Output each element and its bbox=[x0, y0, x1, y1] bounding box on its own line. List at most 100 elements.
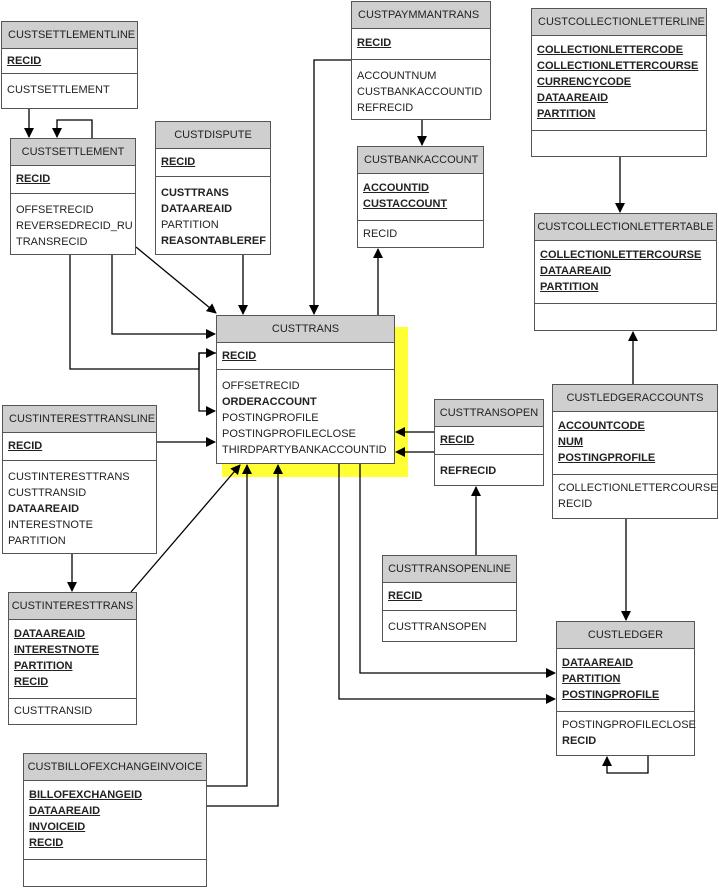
field: OFFSETRECID bbox=[16, 204, 94, 216]
entity-title: CUSTTRANS bbox=[217, 316, 394, 343]
entity-custsettlement[interactable]: CUSTSETTLEMENT RECID OFFSETRECID REVERSE… bbox=[10, 138, 136, 255]
field: DATAAREAID bbox=[161, 203, 233, 215]
rel-ledger-selfloop bbox=[602, 756, 649, 774]
key-field: PARTITION bbox=[562, 673, 621, 685]
key-field: PARTITION bbox=[540, 281, 599, 293]
key-field: RECID bbox=[440, 434, 475, 446]
key-field: POSTINGPROFILE bbox=[562, 689, 660, 701]
entity-custinteresttrans[interactable]: CUSTINTERESTTRANS DATAAREAID INTERESTNOT… bbox=[8, 592, 137, 725]
key-section: RECID bbox=[2, 49, 137, 74]
field: REFRECID bbox=[357, 102, 414, 114]
entity-custpaymmantrans[interactable]: CUSTPAYMMANTRANS RECID ACCOUNTNUM CUSTBA… bbox=[351, 1, 491, 120]
field: RECID bbox=[562, 735, 597, 747]
entity-custledgeraccounts[interactable]: CUSTLEDGERACCOUNTS ACCOUNTCODE NUM POSTI… bbox=[552, 384, 718, 519]
entity-custbankaccount[interactable]: CUSTBANKACCOUNT ACCOUNTID CUSTACCOUNT RE… bbox=[357, 146, 484, 248]
field: CUSTINTERESTTRANS bbox=[8, 471, 130, 483]
entity-title: CUSTINTERESTTRANS bbox=[9, 593, 136, 620]
key-field: DATAAREAID bbox=[29, 805, 101, 817]
field-section: POSTINGPROFILECLOSE RECID bbox=[557, 712, 696, 753]
field: DATAAREAID bbox=[8, 503, 80, 515]
field-section: CUSTTRANSID bbox=[9, 699, 136, 723]
entity-custtransopenline[interactable]: CUSTTRANSOPENLINE RECID CUSTTRANSOPEN bbox=[382, 555, 517, 642]
key-field: RECID bbox=[29, 837, 64, 849]
field: RECID bbox=[363, 228, 398, 240]
key-section: RECID bbox=[156, 149, 270, 177]
entity-title: CUSTCOLLECTIONLETTERLINE bbox=[532, 9, 706, 36]
field: THIRDPARTYBANKACCOUNTID bbox=[222, 444, 387, 456]
rel-custtrans-ledger-1 bbox=[359, 464, 556, 678]
entity-custtrans[interactable]: CUSTTRANS RECID OFFSETRECID ORDERACCOUNT… bbox=[216, 315, 395, 464]
rel-interesttrans-custtrans bbox=[130, 464, 241, 593]
key-field: NUM bbox=[558, 436, 584, 448]
field: RECID bbox=[558, 498, 593, 510]
field-section: COLLECTIONLETTERCOURSE RECID bbox=[553, 475, 718, 516]
key-field: RECID bbox=[7, 55, 42, 67]
key-section: RECID bbox=[383, 583, 516, 611]
entity-title: CUSTLEDGER bbox=[557, 622, 694, 649]
key-field: DATAAREAID bbox=[537, 92, 609, 104]
entity-custcollectionletterline[interactable]: CUSTCOLLECTIONLETTERLINE COLLECTIONLETTE… bbox=[531, 8, 707, 157]
entity-title: CUSTLEDGERACCOUNTS bbox=[553, 385, 717, 412]
entity-custdispute[interactable]: CUSTDISPUTE RECID CUSTTRANS DATAAREAID P… bbox=[155, 121, 271, 255]
key-field: RECID bbox=[8, 440, 43, 452]
entity-title: CUSTSETTLEMENTLINE bbox=[2, 22, 137, 49]
key-field: RECID bbox=[357, 37, 392, 49]
field: ACCOUNTNUM bbox=[357, 70, 437, 82]
entity-title: CUSTBANKACCOUNT bbox=[358, 147, 483, 174]
field: POSTINGPROFILE bbox=[222, 412, 319, 424]
key-field: ACCOUNTCODE bbox=[558, 420, 645, 432]
key-section: RECID bbox=[435, 427, 543, 455]
entity-custbillofexchangeinvoice[interactable]: CUSTBILLOFEXCHANGEINVOICE BILLOFEXCHANGE… bbox=[23, 753, 207, 887]
key-field: DATAAREAID bbox=[14, 628, 86, 640]
entity-custsettlementline[interactable]: CUSTSETTLEMENTLINE RECID CUSTSETTLEMENT bbox=[1, 21, 138, 109]
field: REASONTABLEREF bbox=[161, 235, 266, 247]
key-section: COLLECTIONLETTERCODE COLLECTIONLETTERCOU… bbox=[532, 36, 706, 131]
entity-title: CUSTCOLLECTIONLETTERTABLE bbox=[535, 214, 716, 241]
field: TRANSRECID bbox=[16, 236, 88, 248]
key-field: CUSTACCOUNT bbox=[363, 198, 448, 210]
key-field: BILLOFEXCHANGEID bbox=[29, 789, 143, 801]
field: POSTINGPROFILECLOSE bbox=[222, 428, 356, 440]
field: PARTITION bbox=[161, 219, 219, 231]
key-field: COLLECTIONLETTERCODE bbox=[537, 44, 684, 56]
rel-billofexchange-custtrans-1 bbox=[207, 464, 252, 787]
field: REFRECID bbox=[440, 465, 497, 477]
entity-title: CUSTDISPUTE bbox=[156, 122, 270, 149]
entity-title: CUSTINTERESTTRANSLINE bbox=[3, 406, 156, 433]
rel-custtrans-selfloop bbox=[198, 352, 216, 416]
entity-title: CUSTBILLOFEXCHANGEINVOICE bbox=[24, 754, 206, 781]
key-field: CURRENCYCODE bbox=[537, 76, 632, 88]
rel-settlement-custtrans-diag bbox=[135, 246, 217, 314]
field-section: CUSTTRANS DATAAREAID PARTITION REASONTAB… bbox=[156, 177, 270, 253]
key-field: COLLECTIONLETTERCOURSE bbox=[537, 60, 699, 72]
field-section: OFFSETRECID REVERSEDRECID_RU TRANSRECID bbox=[11, 194, 135, 254]
key-field: PARTITION bbox=[537, 108, 596, 120]
field-section: CUSTSETTLEMENT bbox=[2, 74, 137, 102]
field: CUSTTRANSOPEN bbox=[388, 621, 487, 633]
field-section: REFRECID bbox=[435, 455, 543, 483]
key-field: RECID bbox=[222, 350, 257, 362]
entity-custcollectionlettertable[interactable]: CUSTCOLLECTIONLETTERTABLE COLLECTIONLETT… bbox=[534, 213, 717, 331]
key-field: DATAAREAID bbox=[540, 265, 612, 277]
field: CUSTTRANSID bbox=[8, 487, 87, 499]
key-field: POSTINGPROFILE bbox=[558, 452, 656, 464]
entity-custinteresttransline[interactable]: CUSTINTERESTTRANSLINE RECID CUSTINTEREST… bbox=[2, 405, 157, 554]
key-field: INVOICEID bbox=[29, 821, 86, 833]
rel-custtrans-ledger-2 bbox=[338, 464, 556, 704]
entity-title: CUSTPAYMMANTRANS bbox=[352, 2, 490, 29]
key-field: COLLECTIONLETTERCOURSE bbox=[540, 249, 702, 261]
entity-custledger[interactable]: CUSTLEDGER DATAAREAID PARTITION POSTINGP… bbox=[556, 621, 696, 756]
entity-custtransopen[interactable]: CUSTTRANSOPEN RECID REFRECID bbox=[434, 399, 544, 486]
key-section: RECID bbox=[11, 166, 135, 194]
field: POSTINGPROFILECLOSE bbox=[562, 719, 696, 731]
key-section: RECID bbox=[217, 343, 394, 370]
key-field: RECID bbox=[161, 156, 196, 168]
key-section: RECID bbox=[352, 29, 490, 60]
field: PARTITION bbox=[8, 535, 66, 547]
field: CUSTSETTLEMENT bbox=[7, 84, 110, 96]
rel-paymmantrans-custtrans bbox=[309, 59, 351, 315]
key-section: RECID bbox=[3, 433, 156, 461]
key-section: DATAAREAID PARTITION POSTINGPROFILE bbox=[557, 649, 694, 712]
rel-billofexchange-custtrans-2 bbox=[207, 464, 283, 807]
